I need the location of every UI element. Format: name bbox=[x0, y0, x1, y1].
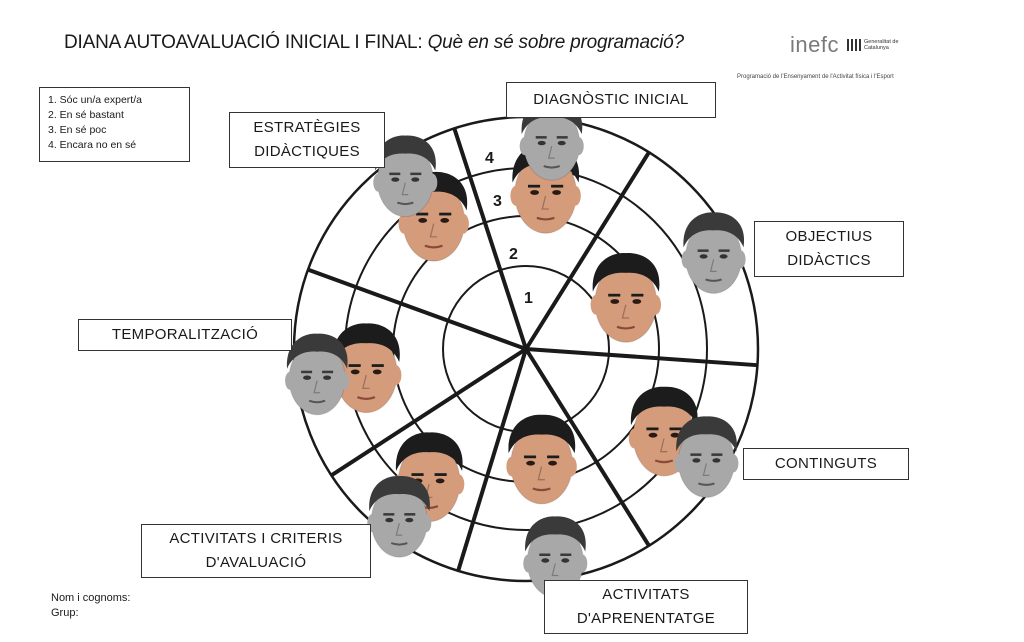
face-marks bbox=[285, 99, 746, 598]
label-estrategies-didactiques: ESTRATÈGIES DIDÀCTIQUES bbox=[229, 112, 385, 168]
legend-item: 1. Sóc un/a expert/a bbox=[48, 94, 142, 106]
label-temporalitzacio: TEMPORALITZACIÓ bbox=[78, 319, 292, 351]
label-text: D'AVALUACIÓ bbox=[205, 554, 307, 571]
title-main: DIANA AUTOAVALUACIÓ INICIAL I FINAL: bbox=[64, 32, 423, 53]
label-text: ACTIVITATS bbox=[602, 586, 690, 603]
sector-divider bbox=[456, 348, 528, 572]
face-mark-gray bbox=[681, 212, 746, 294]
sector-divider bbox=[524, 151, 651, 351]
sector-divider bbox=[525, 347, 758, 368]
title-question: Què en sé sobre programació? bbox=[427, 32, 685, 53]
face-mark-color bbox=[331, 323, 402, 414]
face-mark-gray bbox=[523, 516, 588, 598]
label-activitats-criteris: ACTIVITATS I CRITERIS D'AVALUACIÓ bbox=[141, 524, 371, 578]
label-activitats-aprenentatge: ACTIVITATS D'APRENENTATGE bbox=[544, 580, 748, 634]
face-mark-color bbox=[590, 253, 661, 343]
sector-dividers bbox=[307, 127, 758, 572]
face-mark-gray bbox=[367, 476, 432, 558]
legend-box: 1. Sóc un/a expert/a 2. En sé bastant 3.… bbox=[39, 87, 190, 162]
label-text: DIDÀCTICS bbox=[787, 252, 871, 269]
sector-divider bbox=[307, 267, 527, 351]
sector-divider bbox=[330, 347, 528, 478]
logo-text: inefc bbox=[790, 32, 839, 57]
legend-item: 4. Encara no en sé bbox=[48, 139, 137, 151]
inefc-logo: inefc Generalitat de Catalunya bbox=[790, 32, 902, 58]
label-continguts: CONTINGUTS bbox=[743, 448, 909, 480]
face-mark-gray bbox=[285, 333, 350, 416]
face-mark-gray bbox=[674, 416, 739, 498]
name-field-label: Nom i cognoms: bbox=[51, 592, 131, 604]
ring-number-1: 1 bbox=[524, 290, 533, 307]
label-text: D'APRENENTATGE bbox=[576, 610, 716, 627]
label-text: ESTRATÈGIES bbox=[253, 119, 361, 136]
ring-number-2: 2 bbox=[509, 246, 518, 263]
label-objectius-didactics: OBJECTIUS DIDÀCTICS bbox=[754, 221, 904, 277]
label-text: CONTINGUTS bbox=[774, 455, 878, 472]
institution-subtitle: Programació de l'Ensenyament de l'Activi… bbox=[737, 74, 894, 80]
generalitat-flag-icon bbox=[846, 39, 861, 51]
page-title: DIANA AUTOAVALUACIÓ INICIAL I FINAL: Què… bbox=[64, 32, 684, 54]
label-text: DIDÀCTIQUES bbox=[254, 143, 360, 160]
legend-item: 2. En sé bastant bbox=[48, 109, 124, 121]
sector-divider bbox=[452, 127, 528, 350]
label-text: DIAGNÒSTIC INICIAL bbox=[533, 91, 689, 108]
legend-item: 3. En sé poc bbox=[48, 124, 107, 136]
group-field-label: Grup: bbox=[51, 607, 79, 619]
label-text: TEMPORALITZACIÓ bbox=[111, 326, 259, 343]
generalitat-text: Generalitat de Catalunya bbox=[863, 39, 899, 51]
ring-number-4: 4 bbox=[485, 150, 494, 167]
label-text: ACTIVITATS I CRITERIS bbox=[169, 530, 343, 547]
sector-divider bbox=[524, 347, 651, 547]
generalitat-logo: Generalitat de Catalunya bbox=[846, 39, 902, 51]
label-text: OBJECTIUS bbox=[785, 228, 873, 245]
face-mark-gray bbox=[373, 135, 438, 218]
label-diagnostic-inicial: DIAGNÒSTIC INICIAL bbox=[506, 82, 716, 118]
face-mark-color bbox=[506, 414, 577, 505]
ring-number-3: 3 bbox=[493, 193, 502, 210]
